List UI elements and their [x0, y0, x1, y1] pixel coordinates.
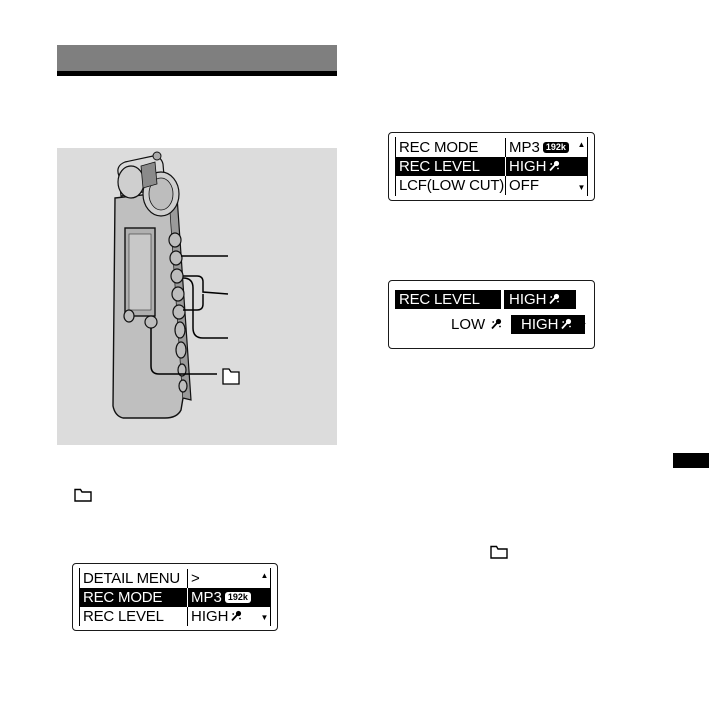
bitrate-badge: 192k: [542, 142, 569, 153]
menu-value: HIGH: [509, 158, 547, 175]
side-buttons: [123, 232, 188, 393]
mic-icon: [560, 318, 571, 330]
mic-icon: [548, 293, 559, 305]
option-high-selected: HIGH: [511, 315, 585, 334]
mic-icon: [548, 160, 559, 172]
menu-row-rec-level: REC LEVEL HIGH: [396, 157, 587, 176]
menu-label: REC LEVEL: [396, 157, 506, 176]
menu-label: REC MODE: [396, 138, 506, 157]
lcd-screen-rec-level: REC LEVEL HIGH LOW HIGH ▶: [388, 280, 595, 349]
right-arrow-icon: ▶: [578, 318, 586, 329]
rec-level-title: REC LEVEL: [395, 290, 501, 309]
option-low: LOW: [451, 315, 507, 334]
folder-icon: [74, 488, 92, 502]
menu-value: MP3: [509, 139, 540, 156]
microphone-heads: [117, 151, 180, 217]
bitrate-badge: 192k: [224, 592, 251, 603]
menu-value: MP3: [191, 589, 222, 606]
menu-row-lcf: LCF(LOW CUT) OFF: [396, 176, 587, 195]
menu-label: REC MODE: [80, 588, 188, 607]
section-header-bar: [57, 45, 337, 76]
menu-row-rec-level: REC LEVEL HIGH: [80, 607, 270, 626]
mic-icon: [230, 610, 241, 622]
callout-lines: [150, 255, 229, 375]
scroll-up-icon: ▲: [577, 140, 586, 149]
device-illustration-panel: [57, 148, 337, 445]
menu-label: REC LEVEL: [80, 607, 188, 626]
folder-icon: [490, 545, 508, 559]
mic-icon: [491, 318, 502, 330]
section-tab-marker: [673, 453, 709, 468]
menu-label: DETAIL MENU: [80, 569, 188, 588]
ic-recorder-illustration: [112, 151, 240, 419]
menu-row-detail-menu: DETAIL MENU >: [80, 569, 270, 588]
scroll-down-icon: ▼: [260, 613, 269, 622]
menu-value: HIGH: [191, 608, 229, 625]
menu-value: >: [191, 570, 200, 587]
folder-icon: [222, 368, 240, 385]
scroll-up-icon: ▲: [260, 571, 269, 580]
menu-value: OFF: [509, 177, 539, 194]
rec-level-current: HIGH: [504, 290, 576, 309]
scroll-down-icon: ▼: [577, 183, 586, 192]
menu-label: LCF(LOW CUT): [396, 176, 506, 195]
